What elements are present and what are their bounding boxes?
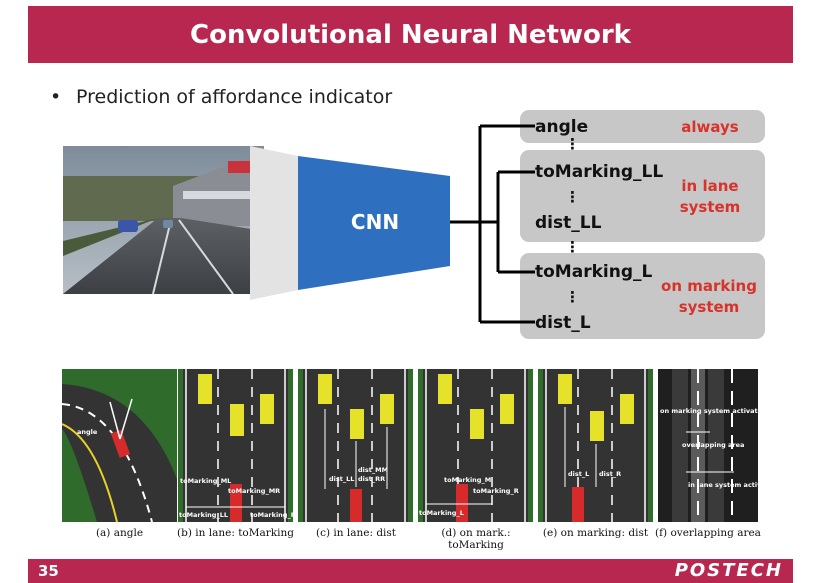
group-marking-box [520, 253, 765, 339]
caption-e: (e) on marking: dist [542, 527, 649, 539]
output-angle: angle [535, 117, 589, 137]
page-number: 35 [38, 562, 59, 580]
panel-in-lane-dist: dist_LL dist_MM dist_RR [298, 369, 413, 522]
slide-title-bar: Convolutional Neural Network [28, 6, 793, 63]
panel-e-label-l: dist_L [568, 470, 589, 478]
panel-f-label-lane: in lane system activate range [688, 481, 758, 489]
dots-4: ⋮ [565, 288, 580, 306]
slide-title: Convolutional Neural Network [190, 19, 631, 50]
output-dist-L: dist_L [535, 313, 591, 333]
panel-e-label-r: dist_R [599, 470, 621, 478]
output-toMarking-LL: toMarking_LL [535, 162, 664, 182]
panel-c-label-ll: dist_LL [329, 475, 354, 483]
dots-2: ⋮ [565, 188, 580, 206]
panel-on-marking-tomarking: toMarking_M toMarking_R toMarking_L [418, 369, 533, 522]
dots-1: ⋮ [565, 135, 580, 153]
group-label-always: always [681, 118, 739, 136]
panel-b-label-ll: toMarking_LL [179, 511, 228, 519]
panel-overlapping-area: on marking system activate range overlap… [658, 369, 758, 522]
panel-f-label-marking: on marking system activate range [660, 407, 758, 415]
panel-f-label-overlap: overlapping area [682, 441, 744, 449]
group-label-lane-line2: system [679, 198, 741, 216]
bullet-text: Prediction of affordance indicator [76, 86, 393, 108]
panel-b-label-rr: toMarking_RR [250, 511, 293, 519]
bullet-symbol: • [50, 86, 62, 108]
panel-a-angle-label: angle [77, 428, 98, 436]
group-label-lane: in lane system [660, 176, 760, 218]
output-toMarking-L: toMarking_L [535, 262, 653, 282]
panel-d-label-l: toMarking_L [419, 509, 464, 517]
panel-b-label-ml: toMarking_ML [180, 477, 231, 485]
panel-b-label-mr: toMarking_MR [228, 487, 280, 495]
cnn-funnel [250, 146, 450, 300]
caption-c: (c) in lane: dist [315, 527, 397, 539]
group-label-marking: on marking system [650, 276, 768, 318]
panel-in-lane-tomarking: toMarking_ML toMarking_MR toMarking_LL t… [178, 369, 293, 522]
dots-3: ⋮ [565, 238, 580, 256]
output-dist-LL: dist_LL [535, 213, 602, 233]
group-label-marking-line1: on marking [661, 277, 757, 295]
group-label-lane-line1: in lane [681, 177, 739, 195]
panel-d-label-r: toMarking_R [473, 487, 519, 495]
bullet-point: • Prediction of affordance indicator [50, 86, 392, 108]
panel-angle: angle [62, 369, 177, 522]
caption-a: (a) angle [95, 527, 144, 539]
group-always-box [520, 110, 765, 143]
group-lane-box [520, 150, 765, 242]
postech-logo: POSTECH [674, 560, 783, 581]
group-label-marking-line2: system [678, 298, 740, 316]
output-tree-lines [450, 124, 535, 324]
caption-f: (f) overlapping area [655, 527, 761, 539]
footer-bar: 35 POSTECH [28, 559, 793, 583]
cnn-label: CNN [350, 210, 400, 234]
caption-d: (d) on mark.: toMarking [441, 527, 511, 551]
panel-c-label-rr: dist_RR [358, 475, 385, 483]
panel-c-label-mm: dist_MM [358, 466, 388, 474]
driving-scene-image [63, 146, 264, 294]
panel-d-label-m: toMarking_M [444, 476, 491, 484]
caption-b: (b) in lane: toMarking [177, 527, 294, 539]
panel-on-marking-dist: dist_L dist_R [538, 369, 653, 522]
